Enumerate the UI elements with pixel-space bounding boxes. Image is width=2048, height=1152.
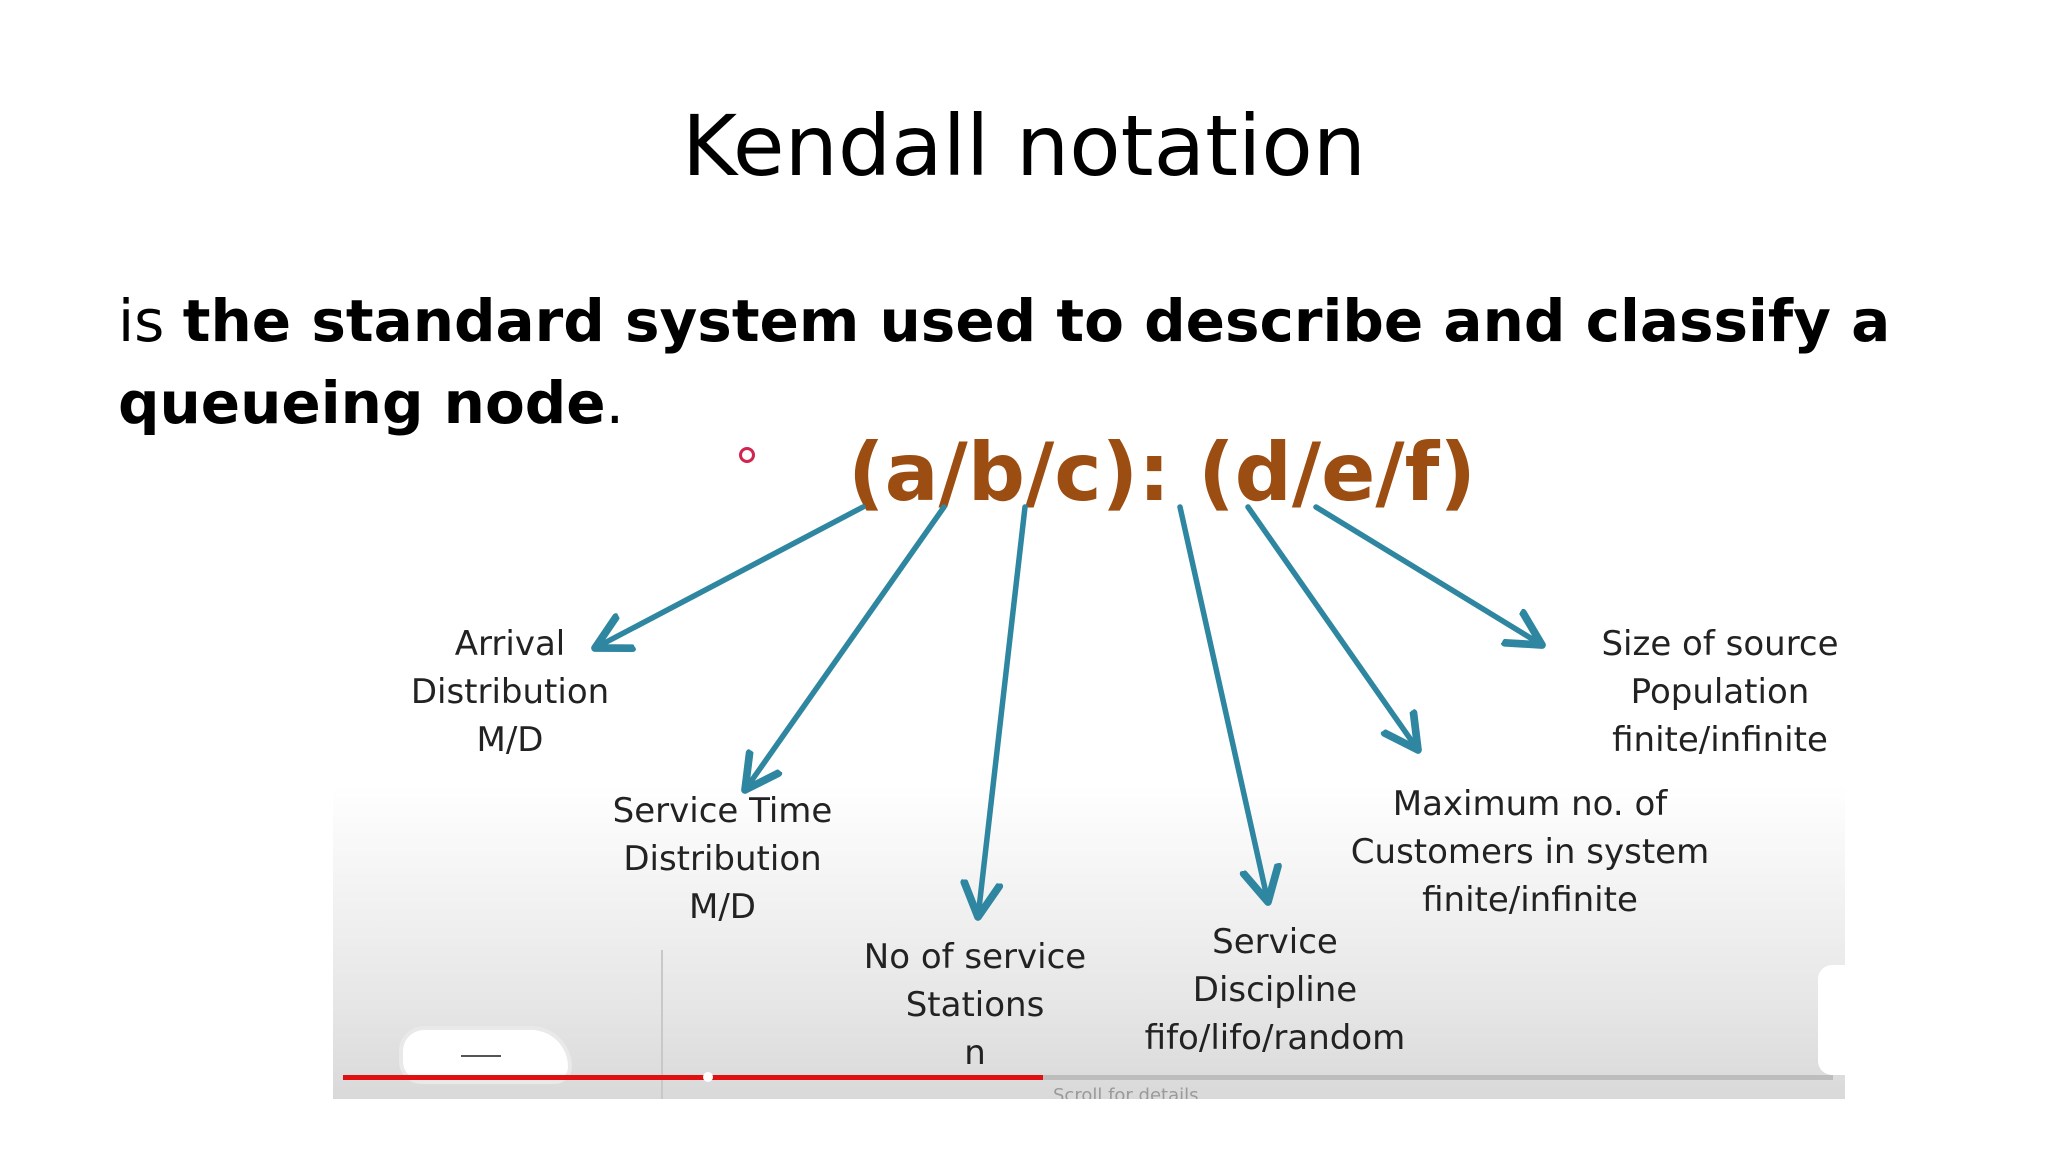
label-b-line3: M/D: [689, 887, 756, 927]
label-b-line1: Service Time: [612, 791, 833, 831]
label-c-line2: Stations: [905, 985, 1045, 1025]
video-divider: [661, 950, 663, 1099]
video-control-mark: [461, 1055, 501, 1057]
slide-title: Kendall notation: [682, 97, 1366, 195]
arrow-a: [595, 504, 866, 648]
video-progress-bar[interactable]: [343, 1075, 1833, 1080]
label-c-line3: n: [964, 1033, 986, 1073]
label-d-line1: Service: [1212, 922, 1338, 962]
label-a-line2: Distribution: [410, 672, 610, 712]
pointer-cursor-icon: [739, 447, 755, 463]
label-service-time-distribution: Service Time Distribution M/D: [600, 787, 845, 931]
label-b-line2: Distribution: [623, 839, 822, 879]
label-arrival-distribution: Arrival Distribution M/D: [395, 620, 625, 764]
definition-bold: the standard system used to describe and…: [118, 287, 1891, 437]
embedded-video-frame[interactable]: Scroll for details: [333, 785, 1845, 1099]
label-maximum-customers: Maximum no. of Customers in system finit…: [1335, 780, 1725, 924]
label-e-line2: Customers in system: [1350, 832, 1710, 872]
arrow-b: [745, 504, 947, 790]
label-e-line1: Maximum no. of: [1392, 784, 1668, 824]
arrow-f: [1313, 504, 1542, 645]
label-f-line2: Population: [1630, 672, 1810, 712]
definition-prefix: is: [118, 287, 183, 355]
arrow-e: [1245, 504, 1418, 750]
kendall-notation-formula: (a/b/c): (d/e/f): [848, 426, 1476, 519]
label-a-line1: Arrival: [454, 624, 566, 664]
video-side-overlay: [1818, 965, 1845, 1075]
label-service-stations: No of service Stations n: [855, 933, 1095, 1077]
scroll-hint: Scroll for details: [1053, 1085, 1199, 1099]
arrow-d: [1177, 504, 1268, 902]
definition-text: is the standard system used to describe …: [118, 280, 1958, 444]
arrow-c: [978, 504, 1028, 917]
label-a-line3: M/D: [476, 720, 544, 760]
label-c-line1: No of service: [863, 937, 1087, 977]
video-progress-marker: [703, 1072, 713, 1082]
label-d-line2: Discipline: [1192, 970, 1358, 1010]
label-source-population: Size of source Population finite/infinit…: [1580, 620, 1860, 764]
definition-suffix: .: [605, 369, 625, 437]
label-f-line1: Size of source: [1601, 624, 1839, 664]
label-e-line3: finite/infinite: [1422, 880, 1638, 920]
label-f-line3: finite/infinite: [1612, 720, 1828, 760]
video-progress-fill: [343, 1075, 1044, 1080]
label-d-line3: fifo/lifo/random: [1144, 1018, 1406, 1058]
label-service-discipline: Service Discipline fifo/lifo/random: [1120, 918, 1430, 1062]
